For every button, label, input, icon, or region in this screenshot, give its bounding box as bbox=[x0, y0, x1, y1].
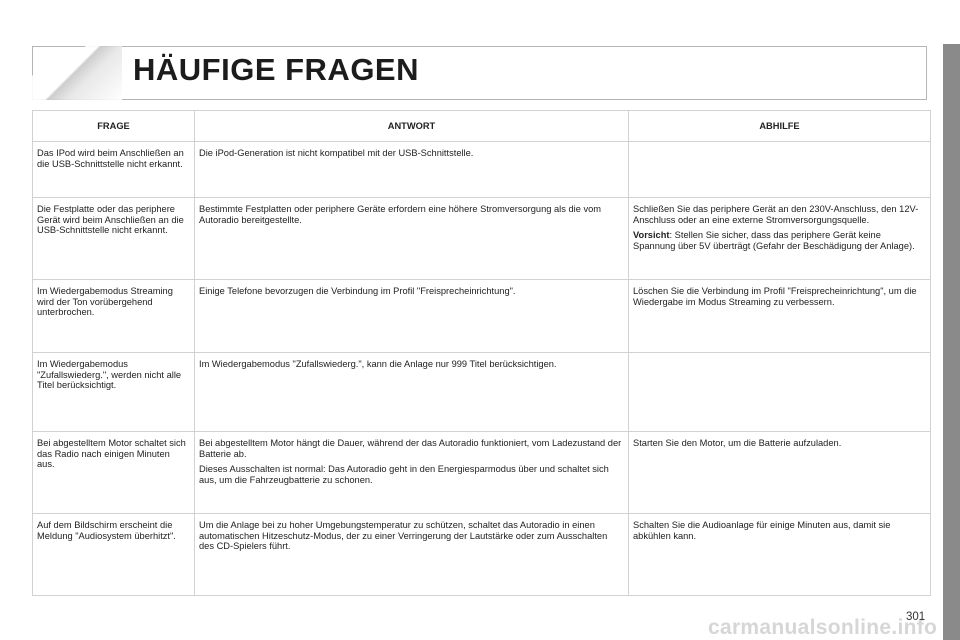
cell-antwort: Bei abgestelltem Motor hängt die Dauer, … bbox=[194, 431, 629, 514]
column-header-abhilfe: ABHILFE bbox=[628, 110, 931, 142]
cell-abhilfe: Schließen Sie das periphere Gerät an den… bbox=[628, 197, 931, 280]
table-row: Das IPod wird beim Anschließen an die US… bbox=[32, 141, 931, 198]
antwort-text: Bestimmte Festplatten oder periphere Ger… bbox=[199, 204, 602, 225]
column-header-frage: FRAGE bbox=[32, 110, 195, 142]
table-row: Im Wiedergabemodus "Zufallswiederg.", we… bbox=[32, 352, 931, 432]
page-number: 301 bbox=[906, 611, 926, 623]
column-header-antwort: ANTWORT bbox=[194, 110, 629, 142]
cell-frage: Das IPod wird beim Anschließen an die US… bbox=[32, 141, 195, 198]
cell-frage: Auf dem Bildschirm erscheint die Meldung… bbox=[32, 513, 195, 596]
cell-abhilfe bbox=[628, 141, 931, 198]
abhilfe-text: Schließen Sie das periphere Gerät an den… bbox=[633, 204, 919, 225]
antwort-text: Einige Telefone bevorzugen die Verbindun… bbox=[199, 286, 516, 296]
warning-note: Vorsicht: Stellen Sie sicher, dass das p… bbox=[633, 230, 924, 251]
antwort-text: Die iPod-Generation ist nicht kompatibel… bbox=[199, 148, 474, 158]
frage-text: Bei abgestelltem Motor schaltet sich das… bbox=[37, 438, 186, 470]
antwort-text: Bei abgestelltem Motor hängt die Dauer, … bbox=[199, 438, 622, 459]
cell-frage: Bei abgestelltem Motor schaltet sich das… bbox=[32, 431, 195, 514]
table-row: Im Wiedergabemodus Streaming wird der To… bbox=[32, 279, 931, 353]
cell-antwort: Um die Anlage bei zu hoher Umgebungstemp… bbox=[194, 513, 629, 596]
frage-text: Das IPod wird beim Anschließen an die US… bbox=[37, 148, 184, 169]
frage-text: Im Wiedergabemodus "Zufallswiederg.", we… bbox=[37, 359, 182, 391]
table-row: Bei abgestelltem Motor schaltet sich das… bbox=[32, 431, 931, 514]
table-header-row: FRAGE ANTWORT ABHILFE bbox=[32, 110, 931, 142]
table-row: Die Festplatte oder das periphere Gerät … bbox=[32, 197, 931, 280]
abhilfe-text: Starten Sie den Motor, um die Batterie a… bbox=[633, 438, 842, 448]
cell-abhilfe bbox=[628, 352, 931, 432]
cell-frage: Im Wiedergabemodus "Zufallswiederg.", we… bbox=[32, 352, 195, 432]
title-frame bbox=[32, 46, 927, 100]
antwort-text: Um die Anlage bei zu hoher Umgebungstemp… bbox=[199, 520, 608, 552]
cell-frage: Im Wiedergabemodus Streaming wird der To… bbox=[32, 279, 195, 353]
side-bar bbox=[943, 44, 960, 640]
cell-abhilfe: Schalten Sie die Audioanlage für einige … bbox=[628, 513, 931, 596]
cell-antwort: Einige Telefone bevorzugen die Verbindun… bbox=[194, 279, 629, 353]
page-title: HÄUFIGE FRAGEN bbox=[133, 52, 419, 87]
abhilfe-text: Schalten Sie die Audioanlage für einige … bbox=[633, 520, 891, 541]
antwort-text: Dieses Ausschalten ist normal: Das Autor… bbox=[199, 464, 609, 485]
frage-text: Auf dem Bildschirm erscheint die Meldung… bbox=[37, 520, 176, 541]
faq-table: FRAGE ANTWORT ABHILFE Das IPod wird beim… bbox=[32, 110, 931, 596]
frage-text: Im Wiedergabemodus Streaming wird der To… bbox=[37, 286, 173, 318]
cell-abhilfe: Starten Sie den Motor, um die Batterie a… bbox=[628, 431, 931, 514]
cell-frage: Die Festplatte oder das periphere Gerät … bbox=[32, 197, 195, 280]
cell-antwort: Die iPod-Generation ist nicht kompatibel… bbox=[194, 141, 629, 198]
warning-label: Vorsicht bbox=[633, 230, 670, 241]
antwort-text: Im Wiedergabemodus "Zufallswiederg.", ka… bbox=[199, 359, 557, 369]
cell-abhilfe: Löschen Sie die Verbindung im Profil "Fr… bbox=[628, 279, 931, 353]
watermark: carmanualsonline.info bbox=[708, 616, 938, 639]
cell-antwort: Im Wiedergabemodus "Zufallswiederg.", ka… bbox=[194, 352, 629, 432]
frage-text: Die Festplatte oder das periphere Gerät … bbox=[37, 204, 184, 236]
cell-antwort: Bestimmte Festplatten oder periphere Ger… bbox=[194, 197, 629, 280]
abhilfe-text: Löschen Sie die Verbindung im Profil "Fr… bbox=[633, 286, 917, 307]
table-row: Auf dem Bildschirm erscheint die Meldung… bbox=[32, 513, 931, 596]
warning-text: : Stellen Sie sicher, dass das periphere… bbox=[633, 230, 915, 251]
